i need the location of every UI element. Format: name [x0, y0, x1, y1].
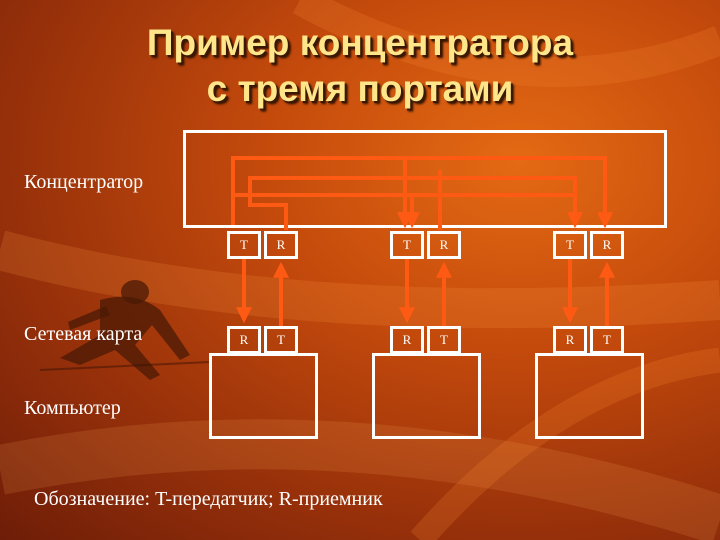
hub-port-1-r: R: [264, 231, 298, 259]
title-line-1: Пример концентратора: [146, 22, 574, 63]
hub-port-1-t: T: [227, 231, 261, 259]
computer-label: Компьютер: [24, 397, 121, 419]
computer-1-box: [209, 353, 318, 439]
legend-text: Обозначение: T-передатчик; R-приемник: [34, 488, 383, 510]
hub-box: [183, 130, 667, 228]
nic-3-t: T: [590, 326, 624, 354]
slide-title: Пример концентратора с тремя портами: [0, 20, 720, 112]
nic-1-t: T: [264, 326, 298, 354]
title-line-2: с тремя портами: [206, 68, 514, 109]
nic-1-r: R: [227, 326, 261, 354]
hub-port-3-t: T: [553, 231, 587, 259]
nic-2-t: T: [427, 326, 461, 354]
nic-2-r: R: [390, 326, 424, 354]
nic-3-r: R: [553, 326, 587, 354]
computer-2-box: [372, 353, 481, 439]
computer-3-box: [535, 353, 644, 439]
runner-silhouette: [40, 280, 210, 380]
hub-port-3-r: R: [590, 231, 624, 259]
hub-label: Концентратор: [24, 171, 144, 193]
internal-wire-top: [231, 156, 613, 229]
internal-wire-port1: [248, 176, 583, 230]
hub-port-2-r: R: [427, 231, 461, 259]
nic-label: Сетевая карта: [24, 323, 143, 345]
hub-port-2-t: T: [390, 231, 424, 259]
